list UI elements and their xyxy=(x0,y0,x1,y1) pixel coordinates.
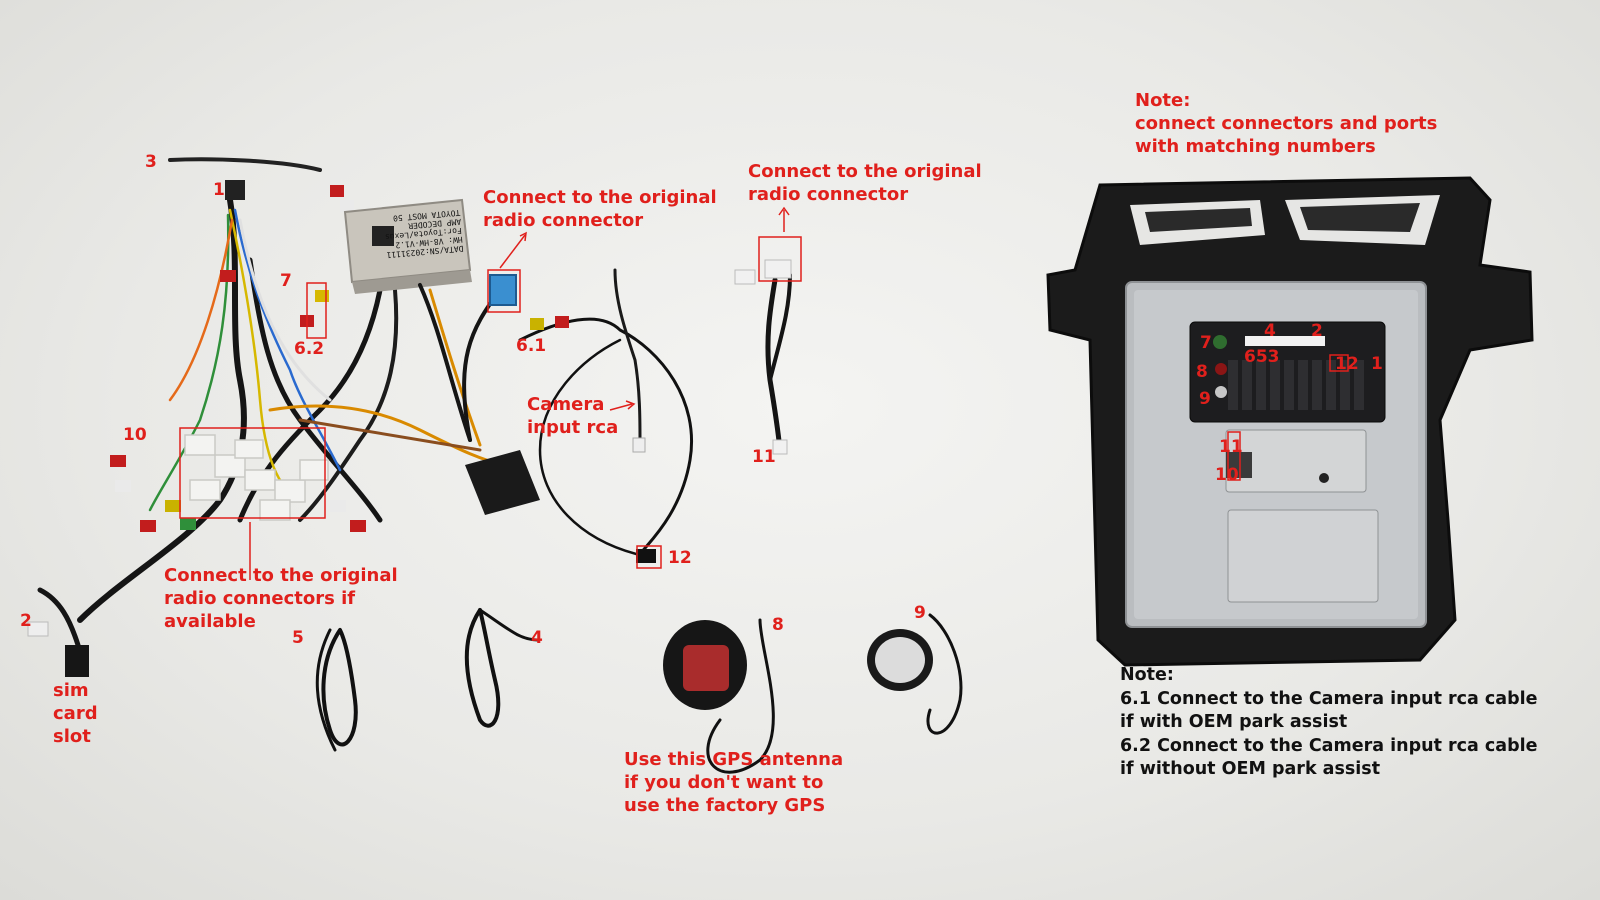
note-top: Note: connect connectors and ports with … xyxy=(1135,89,1437,158)
label-line: Camera xyxy=(527,394,605,415)
note-top-title: Note: xyxy=(1135,90,1191,111)
accessory-cables xyxy=(315,259,963,774)
label-line: available xyxy=(164,611,256,632)
label-connect-original-right: Connect to the original radio connector xyxy=(748,160,982,206)
label-line: Connect to the original xyxy=(748,161,982,182)
amp-decoder-box xyxy=(343,198,472,294)
number-1-harness: 1 xyxy=(213,180,225,200)
label-line: radio connector xyxy=(483,210,644,231)
label-sim-card-slot: sim card slot xyxy=(53,679,98,748)
number-5: 5 xyxy=(292,628,304,648)
note-top-line: with matching numbers xyxy=(1135,136,1376,157)
port-number-12: 12 xyxy=(1335,354,1359,374)
note-top-line: connect connectors and ports xyxy=(1135,113,1438,134)
number-3: 3 xyxy=(145,152,157,172)
annotation-marks xyxy=(179,206,1349,580)
label-line: use the factory GPS xyxy=(624,795,826,816)
decoder-label-text: TOYOTA MOST 50 AMP DECODER For:Toyota/Le… xyxy=(364,208,464,261)
note-bottom-line: if without OEM park assist xyxy=(1120,759,1381,779)
label-gps-note: Use this GPS antenna if you don't want t… xyxy=(624,748,843,817)
port-number-11: 11 xyxy=(1219,437,1243,457)
port-number-1: 1 xyxy=(1371,354,1383,374)
port-number-2: 2 xyxy=(1311,321,1323,341)
wiring-harness xyxy=(27,157,522,677)
port-number-10: 10 xyxy=(1215,465,1239,485)
number-8: 8 xyxy=(772,615,784,635)
label-line: Connect to the original xyxy=(164,565,398,586)
port-number-9: 9 xyxy=(1199,389,1211,409)
note-bottom-line: 6.2 Connect to the Camera input rca cabl… xyxy=(1120,735,1538,756)
note-bottom: Note: 6.1 Connect to the Camera input rc… xyxy=(1120,664,1538,782)
note-bottom-line: if with OEM park assist xyxy=(1120,712,1348,732)
label-line: radio connector xyxy=(748,184,909,205)
round-antenna xyxy=(867,629,933,691)
label-line: card xyxy=(53,703,98,724)
number-7-harness: 7 xyxy=(280,271,292,291)
port-number-7: 7 xyxy=(1200,333,1212,353)
number-12: 12 xyxy=(668,548,692,568)
label-line: input rca xyxy=(527,417,619,438)
label-line: radio connectors if xyxy=(164,588,356,609)
label-connect-original-center: Connect to the original radio connector xyxy=(483,186,717,232)
label-camera-input: Camera input rca xyxy=(527,393,618,439)
note-bottom-line: 6.1 Connect to the Camera input rca cabl… xyxy=(1120,688,1538,709)
label-connect-original-connectors: Connect to the original radio connectors… xyxy=(164,564,398,633)
number-6-2: 6.2 xyxy=(294,339,325,359)
label-line: Connect to the original xyxy=(483,187,717,208)
head-unit-frame xyxy=(1046,176,1534,667)
gps-antenna xyxy=(663,620,747,710)
port-number-8: 8 xyxy=(1196,362,1208,382)
number-9: 9 xyxy=(914,603,926,623)
number-6-1: 6.1 xyxy=(516,336,547,356)
label-line: Use this GPS antenna xyxy=(624,749,844,770)
number-4: 4 xyxy=(531,628,543,648)
label-line: sim xyxy=(53,680,89,701)
number-2-sim: 2 xyxy=(20,611,32,631)
label-line: if you don't want to xyxy=(624,772,824,793)
number-10-harness: 10 xyxy=(123,425,147,445)
number-11: 11 xyxy=(752,447,776,467)
port-number-653: 653 xyxy=(1244,347,1280,367)
note-bottom-title: Note: xyxy=(1120,665,1174,685)
port-number-4: 4 xyxy=(1264,321,1276,341)
label-line: slot xyxy=(53,726,91,747)
